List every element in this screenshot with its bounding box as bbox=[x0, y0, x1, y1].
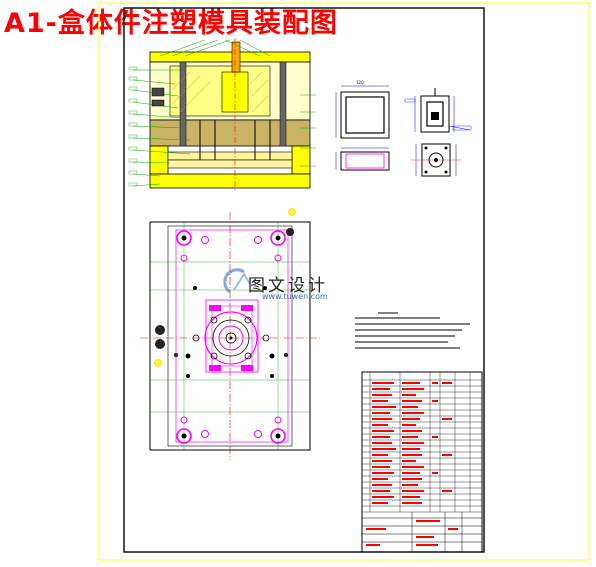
drawing-border bbox=[123, 7, 485, 553]
plan-view bbox=[140, 208, 320, 460]
outer-frame bbox=[98, 2, 590, 561]
watermark-logo bbox=[223, 268, 251, 294]
section-view bbox=[128, 38, 316, 192]
parts-list bbox=[361, 371, 483, 553]
watermark-label: 图文设计 bbox=[248, 276, 328, 296]
insert-front-view bbox=[404, 88, 472, 133]
part-top-view: 120 bbox=[335, 80, 390, 139]
watermark-url: www.tuwen.com bbox=[262, 292, 328, 301]
insert-top-view bbox=[411, 143, 461, 177]
drawing-title: A1-盒体件注塑模具装配图 bbox=[4, 8, 338, 39]
technical-notes bbox=[355, 312, 470, 349]
svg-text:120: 120 bbox=[356, 80, 364, 85]
part-side-view bbox=[335, 147, 390, 171]
